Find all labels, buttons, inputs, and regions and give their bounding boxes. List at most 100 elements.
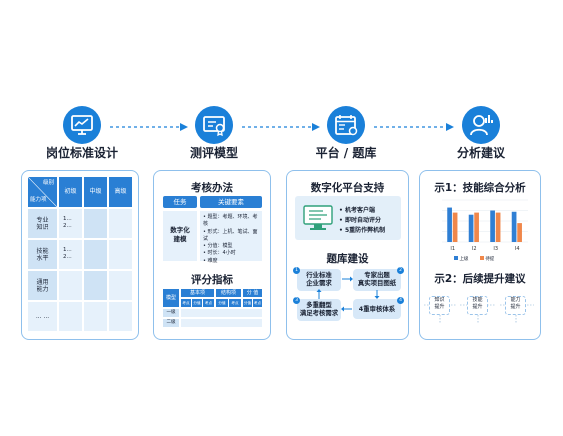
flow-num-3: 3 (293, 297, 300, 304)
step-label-3: 平台 / 题库 (315, 146, 377, 160)
x-tick-label: I1 (450, 246, 455, 252)
x-tick-label: I3 (493, 246, 498, 252)
row-1-item-0: 1... (63, 247, 72, 253)
row-3-level-2 (109, 302, 132, 331)
score-group-0: 基本项 (181, 289, 214, 297)
score-row-0: 一级 (163, 309, 179, 317)
bar-I2-上级 (468, 214, 474, 242)
person-analysis-icon (470, 115, 493, 136)
card-position-standard: 级别 能力项 初级 中级 高级 专业 知识 1... 2... 技能 水平 1.… (21, 170, 139, 340)
task-cell: 数字化 建模 (163, 211, 197, 261)
score-row-head: 模型 (163, 289, 179, 307)
level-header-1: 中级 (84, 177, 107, 207)
card-analysis: 示1：技能综合分析 I1 I2 I3 I4 上级 待提 示2：后续提升建议 知识 提升… (419, 170, 541, 340)
score-subcol-5: 分值 (243, 299, 252, 307)
bar-I1-上级 (447, 207, 452, 242)
suggestion-2-text: 能力 提升 (510, 297, 521, 310)
x-tick-label: I2 (472, 246, 477, 252)
level-header-2: 高级 (109, 177, 132, 207)
feature-1: • 即时自动评分 (339, 217, 381, 224)
element-2: • 分值：模型 (203, 243, 233, 250)
suggestions-title: 示2：后续提升建议 (434, 273, 526, 285)
row-0-item-0: 1... (63, 216, 72, 222)
row-0-item-1: 2... (63, 223, 72, 229)
score-row-0-cells (181, 309, 262, 317)
legend-label-0: 上级 (459, 257, 469, 262)
score-row-1: 二级 (163, 319, 179, 327)
task-header: 任务 (163, 196, 197, 208)
feature-2: • 5重防作弊机制 (339, 227, 386, 234)
score-group-1: 结构项 (216, 289, 241, 297)
flow-step-2: 专家出题 真实项目图纸 (353, 269, 401, 291)
corner-bottom-label: 能力项 (30, 197, 47, 203)
suggestion-1: 技能 提升 (467, 296, 488, 315)
score-indicators-title: 评分指标 (191, 274, 233, 286)
bar-I2-待提 (474, 212, 479, 242)
flow-step-1-text: 行业标准 企业需求 (306, 271, 332, 287)
suggestion-2: 能力 提升 (505, 296, 526, 315)
flow-arrows (316, 276, 380, 312)
step-label-2: 测评模型 (189, 146, 238, 160)
x-tick-label: I4 (515, 246, 520, 252)
certificate-icon (203, 116, 225, 137)
row-2-level-0 (59, 271, 82, 300)
feature-0-text: 机考客户端 (344, 207, 375, 214)
chart-legend: 上级 待提 (454, 256, 514, 263)
bar-I4-上级 (511, 211, 517, 242)
monitor-chart-icon (71, 115, 93, 135)
score-row-1-cells (181, 319, 262, 327)
step-label-4: 分析建议 (456, 146, 505, 160)
legend-swatch-0 (454, 256, 458, 260)
chart-title: 示1：技能综合分析 (434, 182, 526, 194)
step-3-icon (327, 106, 365, 144)
flow-arrow-1 (110, 123, 188, 131)
corner-top-label: 级别 (42, 180, 54, 186)
step-4-icon (462, 106, 500, 144)
flow-arrow-3 (374, 123, 454, 131)
step-1-icon (63, 106, 101, 144)
row-label-2: 通用 能力 (28, 271, 57, 300)
feature-1-text: 即时自动评分 (344, 217, 381, 224)
flow-step-4: 4重审核体系 (353, 299, 401, 319)
legend-label-1: 待提 (485, 257, 495, 262)
bar-I1-待提 (452, 212, 458, 242)
key-elements-header: 关键要素 (200, 196, 262, 208)
legend-swatch-1 (479, 256, 484, 260)
row-label-3: ... ... (28, 302, 57, 331)
digital-platform-title: 数字化平台支持 (310, 182, 385, 194)
row-3-level-0 (59, 302, 82, 331)
score-subcol-0: 考点 (181, 299, 191, 307)
flow-num-1: 1 (293, 267, 300, 274)
row-2-level-2 (109, 271, 132, 300)
key-elements-cell: • 题型：考题、环境、考核 • 形式：上机、笔试、面试 • 分值：模型 • 时长… (200, 211, 262, 264)
row-1-item-1: 2... (63, 254, 72, 260)
suggestion-0-text: 知识 提升 (434, 297, 445, 310)
platform-panel: • 机考客户端 • 即时自动评分 • 5重防作弊机制 (295, 196, 401, 240)
row-0-level-1 (84, 209, 107, 238)
score-subcol-4: 考点 (229, 299, 241, 307)
row-1-level-1 (84, 240, 107, 269)
flow-num-2: 2 (397, 267, 404, 274)
feature-0: • 机考客户端 (339, 207, 375, 214)
element-1: • 形式：上机、笔试、面试 (203, 228, 258, 242)
standard-grid: 级别 能力项 初级 中级 高级 专业 知识 1... 2... 技能 水平 1.… (28, 177, 132, 333)
flow-num-4: 4 (397, 297, 404, 304)
feature-2-text: 5重防作弊机制 (344, 227, 386, 234)
skills-bar-chart: I1 I2 I3 I4 (442, 199, 528, 252)
flow-step-1: 行业标准 企业需求 (297, 269, 341, 291)
row-0-level-2 (109, 209, 132, 238)
calendar-settings-icon (335, 115, 358, 136)
card-assessment-model: 考核办法 任务 关键要素 数字化 建模 • 题型：考题、环境、考核 • 形式：上… (153, 170, 271, 340)
row-label-0: 专业 知识 (28, 209, 57, 238)
score-subcol-1: 分值 (192, 299, 202, 307)
element-0: • 题型：考题、环境、考核 (203, 214, 258, 228)
card-platform-bank: 数字化平台支持 • 机考客户端 • 即时自动评分 • 5重防作弊机制 题库建设 … (286, 170, 409, 340)
task-label: 数字化 建模 (170, 226, 190, 243)
flow-arrow-2 (242, 123, 320, 131)
row-1-level-2 (109, 240, 132, 269)
bar-I3-待提 (495, 212, 501, 242)
step-2-icon (195, 106, 233, 144)
level-header-0: 初级 (59, 177, 82, 207)
row-2-level-1 (84, 271, 107, 300)
element-3: • 时长：4小时 (203, 250, 236, 257)
